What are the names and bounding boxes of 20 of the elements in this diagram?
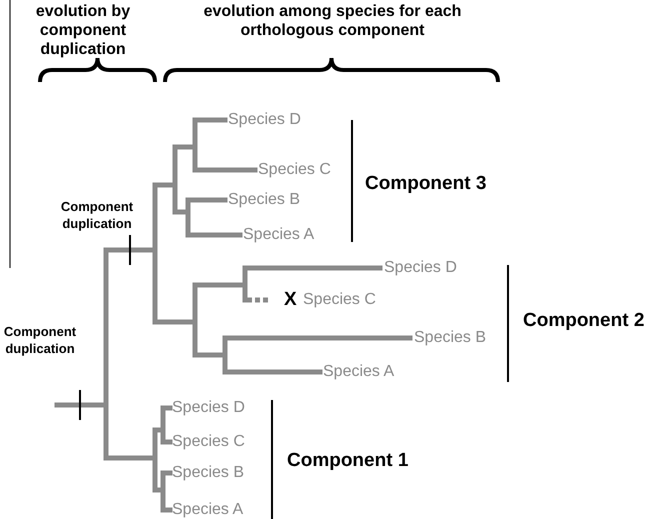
component-label: Component 1 [287, 452, 408, 470]
species-label: Species C [303, 291, 376, 309]
component-label: Component 3 [365, 175, 486, 193]
species-label: Species A [243, 226, 314, 244]
species-label: Species A [323, 363, 394, 381]
species-label: Species D [384, 259, 457, 277]
column-heading: evolution by component duplication [34, 2, 132, 59]
species-label: Species B [172, 464, 244, 482]
species-label: Species A [172, 501, 244, 519]
component-label: Component 2 [523, 312, 644, 330]
duplication-label: Component duplication [2, 323, 78, 357]
species-label: Species B [414, 329, 486, 347]
species-label: Species D [228, 111, 301, 129]
species-label: Species D [172, 399, 245, 417]
duplication-label: Component duplication [60, 198, 134, 232]
species-label: Species C [172, 433, 245, 451]
column-heading: evolution among species for each orthologous component [202, 2, 462, 40]
loss-mark: X [284, 291, 297, 309]
species-label: Species B [228, 191, 300, 209]
species-label: Species C [258, 161, 331, 179]
